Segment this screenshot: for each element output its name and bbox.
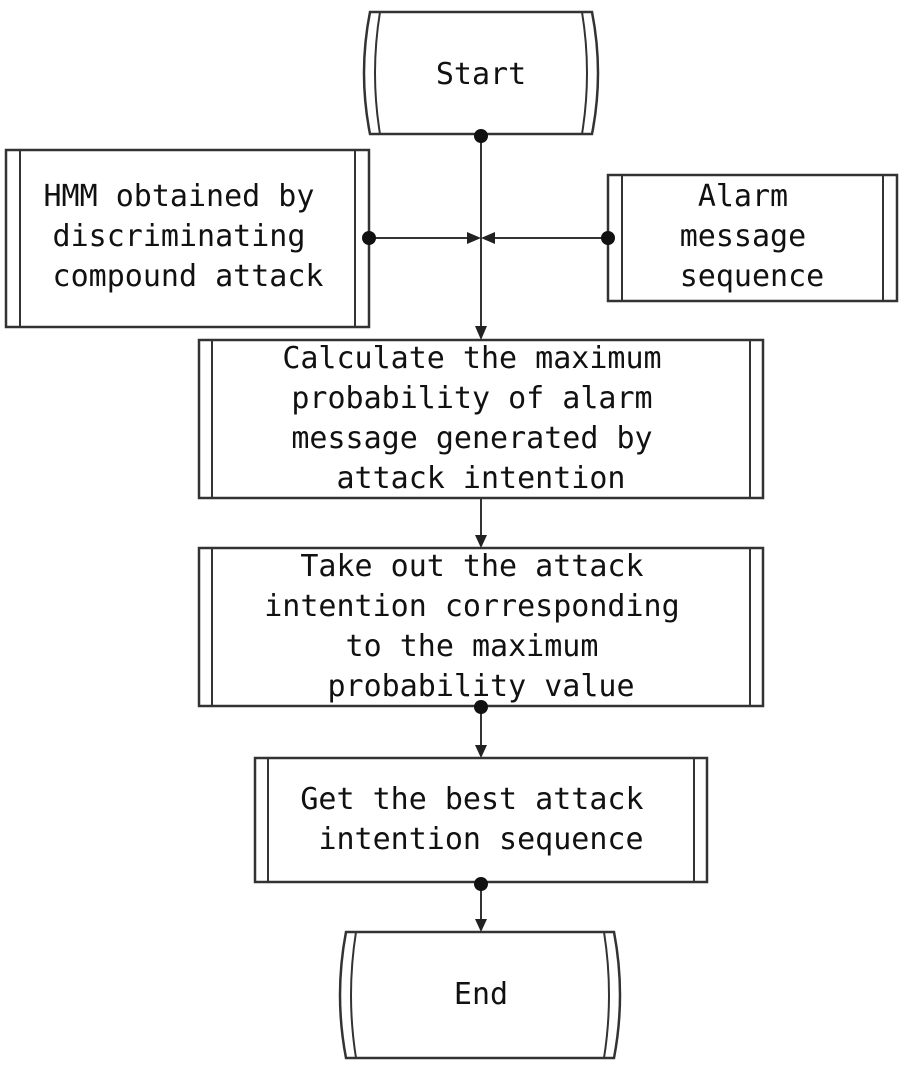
connector-dot (474, 700, 488, 714)
edge-hmm-calc (362, 231, 481, 245)
calc-label-line: Calculate the maximum (282, 341, 661, 376)
hmm-label-line: discriminating (53, 219, 306, 254)
hmm-label-line: compound attack (53, 259, 324, 294)
arrowhead-left-icon (481, 232, 495, 244)
end-label: End (454, 977, 508, 1012)
arrowhead-down-icon (475, 326, 487, 340)
get-label: Get the best attack intention sequence (300, 782, 661, 857)
edge-take-get (474, 700, 488, 758)
start-node: Start (362, 10, 600, 136)
connector-dot (474, 877, 488, 891)
calc-node: Calculate the maximum probability of ala… (197, 338, 765, 500)
connector-dot (601, 231, 615, 245)
start-label-line: Start (436, 57, 526, 92)
calc-label-line: attack intention (337, 461, 626, 496)
take-node: Take out the attack intention correspond… (197, 546, 765, 708)
start-label: Start (436, 57, 526, 92)
take-label-line: probability value (327, 669, 634, 704)
hmm-label: HMM obtained by discriminating compound … (44, 179, 333, 294)
alarm-label: Alarm message sequence (680, 179, 825, 294)
calc-label-line: probability of alarm (291, 381, 652, 416)
edge-calc-take (475, 498, 487, 548)
arrowhead-down-icon (475, 919, 487, 932)
take-label-line: Take out the attack (300, 549, 643, 584)
take-label-line: intention corresponding (264, 589, 679, 624)
edge-get-end (474, 877, 488, 932)
arrowhead-right-icon (467, 232, 481, 244)
alarm-label-line: message (680, 219, 806, 254)
edge-start-calc (474, 129, 488, 340)
calc-label-line: message generated by (291, 421, 652, 456)
get-label-line: Get the best attack (300, 782, 643, 817)
connector-dot (362, 231, 376, 245)
arrowhead-down-icon (475, 745, 487, 758)
hmm-node: HMM obtained by discriminating compound … (4, 148, 371, 329)
alarm-label-line: Alarm (698, 179, 788, 214)
connector-dot (474, 129, 488, 143)
end-label-line: End (454, 977, 508, 1012)
get-label-line: intention sequence (318, 822, 643, 857)
alarm-node: Alarm message sequence (606, 173, 899, 303)
take-label-line: to the maximum (346, 629, 599, 664)
edge-alarm-calc (481, 231, 615, 245)
arrowhead-down-icon (475, 535, 487, 548)
end-node: End (338, 930, 622, 1060)
calc-label: Calculate the maximum probability of ala… (282, 341, 679, 496)
take-label: Take out the attack intention correspond… (264, 549, 697, 704)
alarm-label-line: sequence (680, 259, 825, 294)
get-node: Get the best attack intention sequence (253, 756, 709, 884)
hmm-label-line: HMM obtained by (44, 179, 315, 214)
